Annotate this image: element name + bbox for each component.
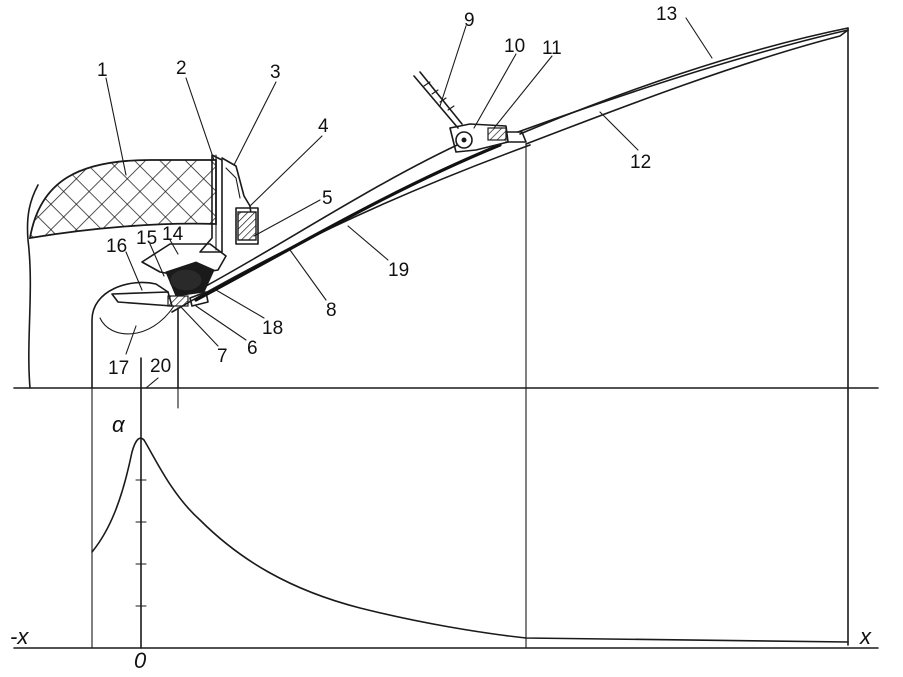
part-6 — [189, 291, 209, 307]
vertical-plate — [199, 154, 223, 253]
screw-4 — [237, 211, 257, 241]
housing-14 — [141, 243, 227, 277]
label-18: 18 — [262, 318, 283, 339]
label-16: 16 — [106, 236, 127, 257]
flap-16 — [111, 291, 173, 307]
distribution-curve — [91, 437, 849, 643]
label-20: 20 — [150, 356, 171, 377]
axis-alpha: α — [112, 412, 126, 437]
panel-13-top — [519, 27, 849, 135]
hatched-block — [28, 159, 217, 240]
label-5: 5 — [322, 188, 333, 209]
panel-12 — [517, 29, 849, 133]
mount-11-plate — [505, 131, 527, 143]
leading-body-17-inner — [99, 305, 175, 335]
label-6: 6 — [247, 338, 258, 359]
seal-ring — [169, 268, 203, 292]
panel-13 — [525, 29, 849, 145]
rod-9 — [413, 75, 459, 129]
label-17: 17 — [108, 358, 129, 379]
label-7: 7 — [217, 346, 228, 367]
rod-9-detail — [423, 81, 455, 111]
label-1: 1 — [97, 60, 108, 81]
label-4: 4 — [318, 116, 329, 137]
label-2: 2 — [176, 58, 187, 79]
alpha-ticks — [135, 479, 147, 607]
leader-lines — [105, 17, 713, 389]
pivot-10-center — [461, 137, 467, 143]
label-14: 14 — [162, 224, 184, 245]
label-3: 3 — [270, 62, 281, 83]
mount-11 — [487, 127, 507, 141]
sheet-19 — [194, 143, 502, 302]
screw-4-head — [235, 207, 259, 245]
axis-x-pos: x — [859, 624, 872, 649]
axis-origin: 0 — [134, 648, 147, 673]
label-9: 9 — [464, 10, 475, 31]
label-13: 13 — [656, 4, 677, 25]
label-10: 10 — [504, 36, 525, 57]
bracket-3-inner — [225, 167, 241, 199]
label-8: 8 — [326, 300, 337, 321]
label-11: 11 — [542, 38, 562, 59]
axis-x-neg: -x — [10, 624, 29, 649]
rod-9b — [419, 71, 463, 125]
leading-body-17 — [91, 281, 169, 389]
upper-skin-8 — [205, 139, 469, 287]
label-15: 15 — [136, 228, 157, 249]
label-19: 19 — [388, 260, 409, 281]
left-boundary — [26, 184, 39, 389]
label-12: 12 — [630, 152, 651, 173]
part-7 — [167, 295, 189, 307]
